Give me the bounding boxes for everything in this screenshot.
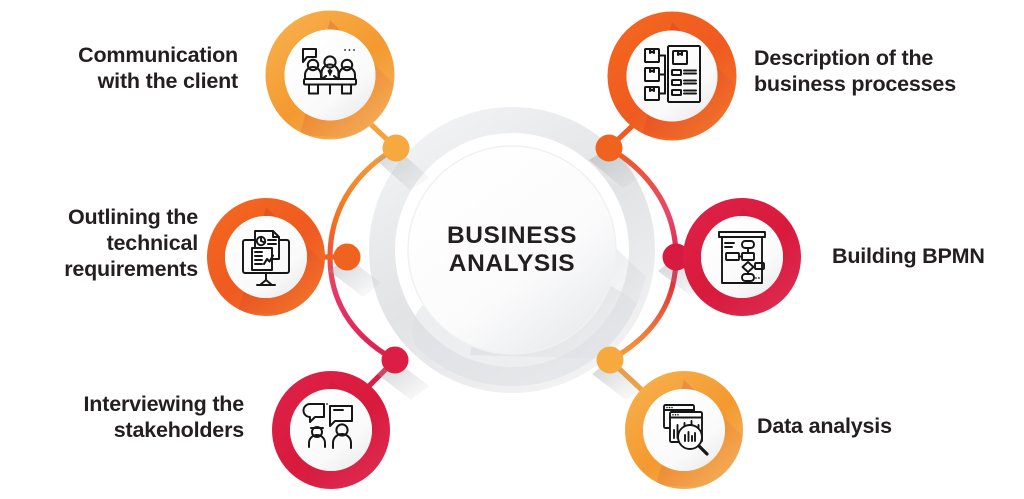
- label-bpmn: Building BPMN: [832, 244, 985, 268]
- dot-interviewing: [381, 346, 409, 374]
- label-data: Data analysis: [757, 414, 892, 438]
- node-outlining[interactable]: [207, 198, 330, 316]
- center-hub: [369, 107, 655, 393]
- connector-dots: [329, 134, 710, 400]
- speech-bubbles-people-icon: [302, 403, 353, 449]
- node-communication[interactable]: [265, 10, 400, 140]
- label-outlining: Outlining the technical requirements: [64, 205, 198, 282]
- people-meeting-icon: [301, 47, 358, 95]
- node-bpmn[interactable]: [683, 198, 806, 316]
- node-description-disc: [626, 30, 718, 122]
- dot-description: [595, 134, 623, 162]
- label-description: Description of the business processes: [754, 46, 956, 97]
- flowchart-board-icon: [718, 231, 766, 284]
- node-interviewing-disc: [290, 389, 372, 471]
- dot-bpmn: [662, 243, 690, 271]
- dot-communication: [382, 134, 410, 162]
- label-interviewing: Interviewing the stakeholders: [83, 392, 245, 443]
- label-communication: Communication with the client: [78, 43, 238, 94]
- center-disc-edge: [407, 145, 617, 355]
- monitor-documents-icon: [242, 230, 290, 286]
- dot-data: [596, 346, 624, 374]
- process-boxes-document-icon: [644, 45, 701, 103]
- chart-magnifier-windows-icon: [663, 404, 709, 456]
- node-description[interactable]: [607, 11, 742, 142]
- node-interviewing[interactable]: [272, 371, 395, 489]
- dot-outlining: [333, 243, 361, 271]
- node-data[interactable]: [625, 371, 748, 489]
- center-disc: [408, 146, 616, 354]
